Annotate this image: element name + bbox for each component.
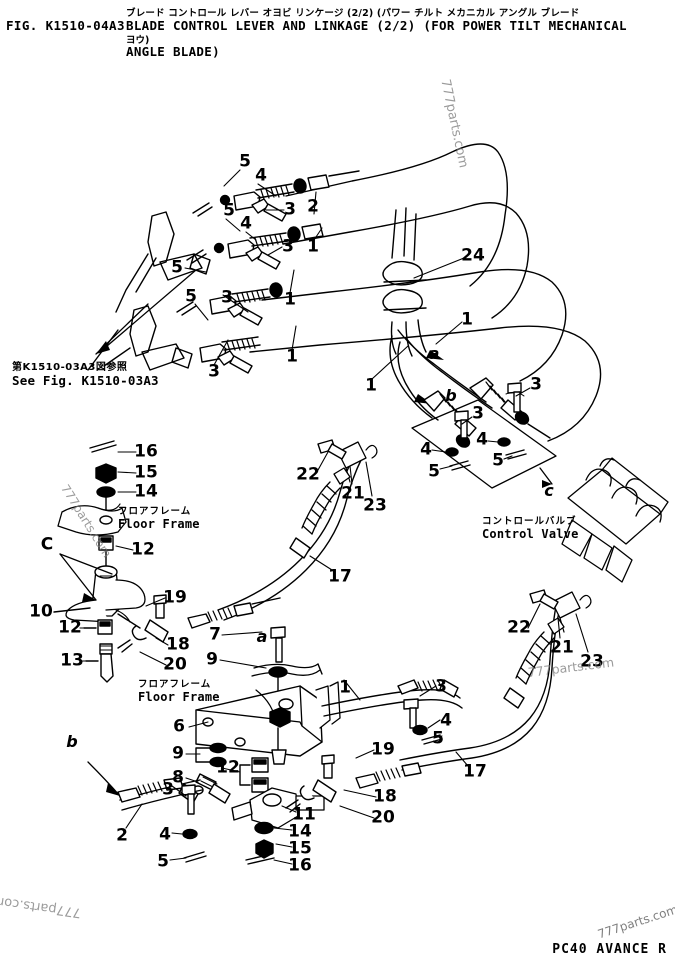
- callout-3[interactable]: 3: [435, 676, 447, 697]
- floor-frame-english: Floor Frame: [118, 517, 200, 531]
- see-fig-reference[interactable]: 第K1510-03A3図参照 See Fig. K1510-03A3: [12, 358, 159, 388]
- callout-16[interactable]: 16: [134, 441, 158, 462]
- callout-1[interactable]: 1: [461, 309, 473, 330]
- callout-6[interactable]: 6: [173, 716, 185, 737]
- callout-C[interactable]: C: [40, 534, 54, 555]
- callout-18[interactable]: 18: [166, 634, 190, 655]
- callout-a[interactable]: a: [256, 627, 268, 646]
- callout-21[interactable]: 21: [341, 483, 365, 504]
- title-japanese-line2: ヨウ): [126, 35, 150, 46]
- callout-9[interactable]: 9: [206, 649, 218, 670]
- callout-18[interactable]: 18: [373, 786, 397, 807]
- callout-8[interactable]: 8: [172, 767, 184, 788]
- title-english-line2: ANGLE BLADE): [126, 44, 220, 59]
- floor-frame-english-2: Floor Frame: [138, 690, 220, 704]
- callout-7[interactable]: 7: [209, 624, 221, 645]
- callout-20[interactable]: 20: [371, 807, 395, 828]
- callout-14[interactable]: 14: [134, 481, 158, 502]
- see-fig-english: See Fig. K1510-03A3: [12, 373, 159, 388]
- callout-3[interactable]: 3: [282, 236, 294, 257]
- callout-3[interactable]: 3: [162, 779, 174, 800]
- callout-3[interactable]: 3: [284, 199, 296, 220]
- callout-3[interactable]: 3: [530, 374, 542, 395]
- floor-frame-label-lower: フロアフレーム Floor Frame: [138, 676, 220, 704]
- callout-c[interactable]: c: [544, 481, 554, 500]
- title-english-line1: BLADE CONTROL LEVER AND LINKAGE (2/2) (F…: [126, 18, 627, 33]
- floor-frame-japanese: フロアフレーム: [118, 506, 192, 517]
- callout-11[interactable]: 11: [292, 804, 316, 825]
- callout-4[interactable]: 4: [159, 824, 171, 845]
- callout-5[interactable]: 5: [492, 450, 504, 471]
- callout-10[interactable]: 10: [29, 601, 53, 622]
- callout-4[interactable]: 4: [476, 429, 488, 450]
- callout-4[interactable]: 4: [440, 710, 452, 731]
- callout-15[interactable]: 15: [288, 838, 312, 859]
- callout-2[interactable]: 2: [307, 196, 319, 217]
- callout-19[interactable]: 19: [163, 587, 187, 608]
- callout-1[interactable]: 1: [339, 677, 351, 698]
- callout-16[interactable]: 16: [288, 855, 312, 876]
- callout-3[interactable]: 3: [221, 287, 233, 308]
- title-japanese-line1: ブレード コントロール レバー オヨビ リンケージ (2/2) (パワー チルト…: [126, 8, 580, 19]
- callout-3[interactable]: 3: [208, 361, 220, 382]
- figure-number: FIG. K1510-04A3: [6, 18, 125, 33]
- callout-12[interactable]: 12: [216, 757, 240, 778]
- callout-12[interactable]: 12: [58, 617, 82, 638]
- model-footer: PC40 AVANCE R: [552, 942, 667, 957]
- control-valve-english: Control Valve: [482, 527, 579, 541]
- callout-1[interactable]: 1: [307, 236, 319, 257]
- callout-23[interactable]: 23: [580, 651, 604, 672]
- callout-19[interactable]: 19: [371, 739, 395, 760]
- callout-b[interactable]: b: [445, 386, 457, 405]
- callout-21[interactable]: 21: [550, 637, 574, 658]
- control-valve-japanese: コントロールバルブ: [482, 516, 577, 527]
- callout-3[interactable]: 3: [472, 403, 484, 424]
- callout-17[interactable]: 17: [463, 761, 487, 782]
- callout-2[interactable]: 2: [116, 825, 128, 846]
- callout-9[interactable]: 9: [172, 743, 184, 764]
- callout-4[interactable]: 4: [420, 439, 432, 460]
- floor-frame-japanese-2: フロアフレーム: [138, 679, 212, 690]
- callout-12[interactable]: 12: [131, 539, 155, 560]
- callout-15[interactable]: 15: [134, 462, 158, 483]
- callout-5[interactable]: 5: [432, 728, 444, 749]
- callout-17[interactable]: 17: [328, 566, 352, 587]
- callout-1[interactable]: 1: [286, 346, 298, 367]
- callout-5[interactable]: 5: [223, 200, 235, 221]
- callout-5[interactable]: 5: [157, 851, 169, 872]
- callout-20[interactable]: 20: [163, 654, 187, 675]
- callout-a[interactable]: a: [428, 344, 440, 363]
- callout-24[interactable]: 24: [461, 245, 485, 266]
- callout-13[interactable]: 13: [60, 650, 84, 671]
- callout-5[interactable]: 5: [185, 286, 197, 307]
- callout-22[interactable]: 22: [507, 617, 531, 638]
- callout-5[interactable]: 5: [239, 151, 251, 172]
- callout-5[interactable]: 5: [428, 461, 440, 482]
- callout-22[interactable]: 22: [296, 464, 320, 485]
- callout-5[interactable]: 5: [171, 257, 183, 278]
- callout-4[interactable]: 4: [255, 165, 267, 186]
- callout-1[interactable]: 1: [365, 375, 377, 396]
- callout-4[interactable]: 4: [240, 213, 252, 234]
- floor-frame-label-upper: フロアフレーム Floor Frame: [118, 503, 200, 531]
- callout-14[interactable]: 14: [288, 821, 312, 842]
- control-valve-label: コントロールバルブ Control Valve: [482, 513, 579, 541]
- callout-b[interactable]: b: [66, 732, 78, 751]
- see-fig-japanese: 第K1510-03A3図参照: [12, 362, 128, 373]
- callout-23[interactable]: 23: [363, 495, 387, 516]
- callout-1[interactable]: 1: [284, 289, 296, 310]
